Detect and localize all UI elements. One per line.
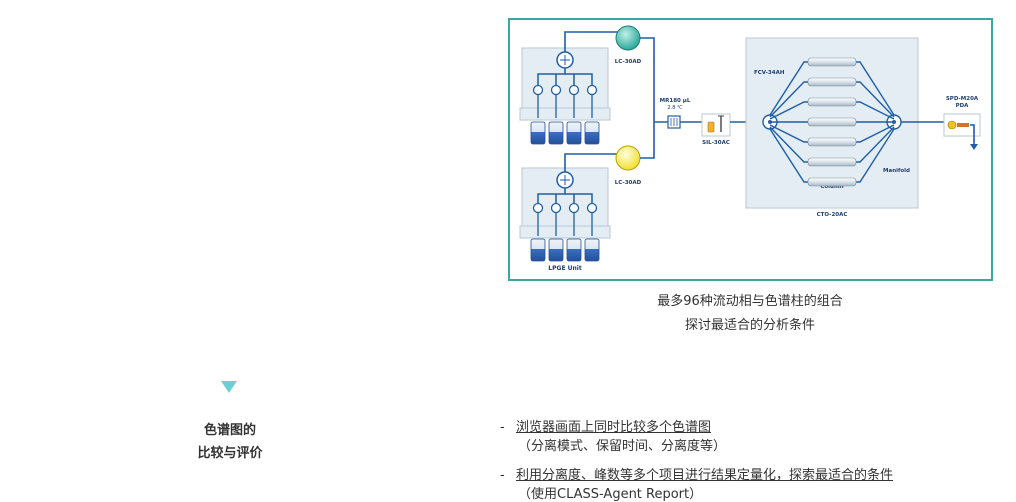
bullet-note-2: （使用CLASS-Agent Report） (518, 487, 703, 502)
column-oven-label: CTO-20AC (817, 212, 848, 218)
mixer-icon (667, 115, 681, 129)
hplc-system-diagram: LPGE Unit LC-30AD LC-30AD MR180 μL 2.8 ℃… (508, 18, 993, 281)
bullet-item-1: -浏览器画面上同时比较多个色谱图 (500, 416, 711, 435)
mixer-sub-label: 2.8 ℃ (667, 105, 683, 111)
mixer-label: MR180 μL (660, 98, 691, 104)
valve-name-label: FCV-34AH (754, 70, 785, 76)
valve-icon (556, 171, 574, 189)
valve-icon (556, 51, 574, 69)
detector-label: SPD-M20A (946, 96, 979, 102)
pump-bottom-icon (615, 145, 641, 171)
solvent-bottle-icons (530, 238, 600, 262)
section-title-line1: 色谱图的 (203, 423, 256, 438)
bullet-dash: - (500, 468, 505, 483)
proportioning-valve-icons (532, 84, 598, 96)
autosampler-label: SIL-30AC (702, 140, 730, 146)
bullet-dash: - (500, 420, 505, 435)
column-name-label: Column (820, 184, 843, 190)
section-title-line2: 比较与评价 (197, 446, 263, 461)
proportioning-valve-icons (532, 202, 598, 214)
bullet-item-2: -利用分离度、峰数等多个项目进行结果定量化，探索最适合的条件 (500, 464, 893, 483)
detector-sub-label: PDA (956, 103, 970, 109)
solvent-bottle-icons (530, 121, 600, 145)
triangle-down-icon (221, 381, 237, 393)
bullet-note-1: （分离模式、保留时间、分离度等） (518, 439, 727, 454)
pump-top-icon (615, 25, 641, 51)
solvent-unit-top (519, 47, 611, 145)
column-icons (807, 57, 857, 187)
flow-line-detector-out (970, 124, 975, 146)
diagram-caption-line2: 探讨最适合的分析条件 (684, 318, 815, 333)
pump-top-label: LC-30AD (615, 59, 642, 65)
autosampler-icon (701, 113, 731, 137)
manifold-name-label: Manifold (883, 168, 910, 174)
solvent-unit-bottom: LPGE Unit (519, 167, 611, 272)
detector-lamp-icon (947, 120, 969, 130)
pump-bottom-label: LC-30AD (615, 180, 642, 186)
lpge-label: LPGE Unit (548, 265, 582, 272)
flow-line-bottom (564, 153, 620, 172)
flow-line-top (564, 31, 620, 52)
bullet-link-2[interactable]: 利用分离度、峰数等多个项目进行结果定量化，探索最适合的条件 (516, 468, 894, 483)
outlet-arrow-icon (970, 144, 978, 150)
diagram-caption-line1: 最多96种流动相与色谱柱的组合 (657, 294, 843, 309)
bullet-link-1[interactable]: 浏览器画面上同时比较多个色谱图 (516, 420, 712, 435)
flow-line-pump-mixer (640, 37, 668, 159)
